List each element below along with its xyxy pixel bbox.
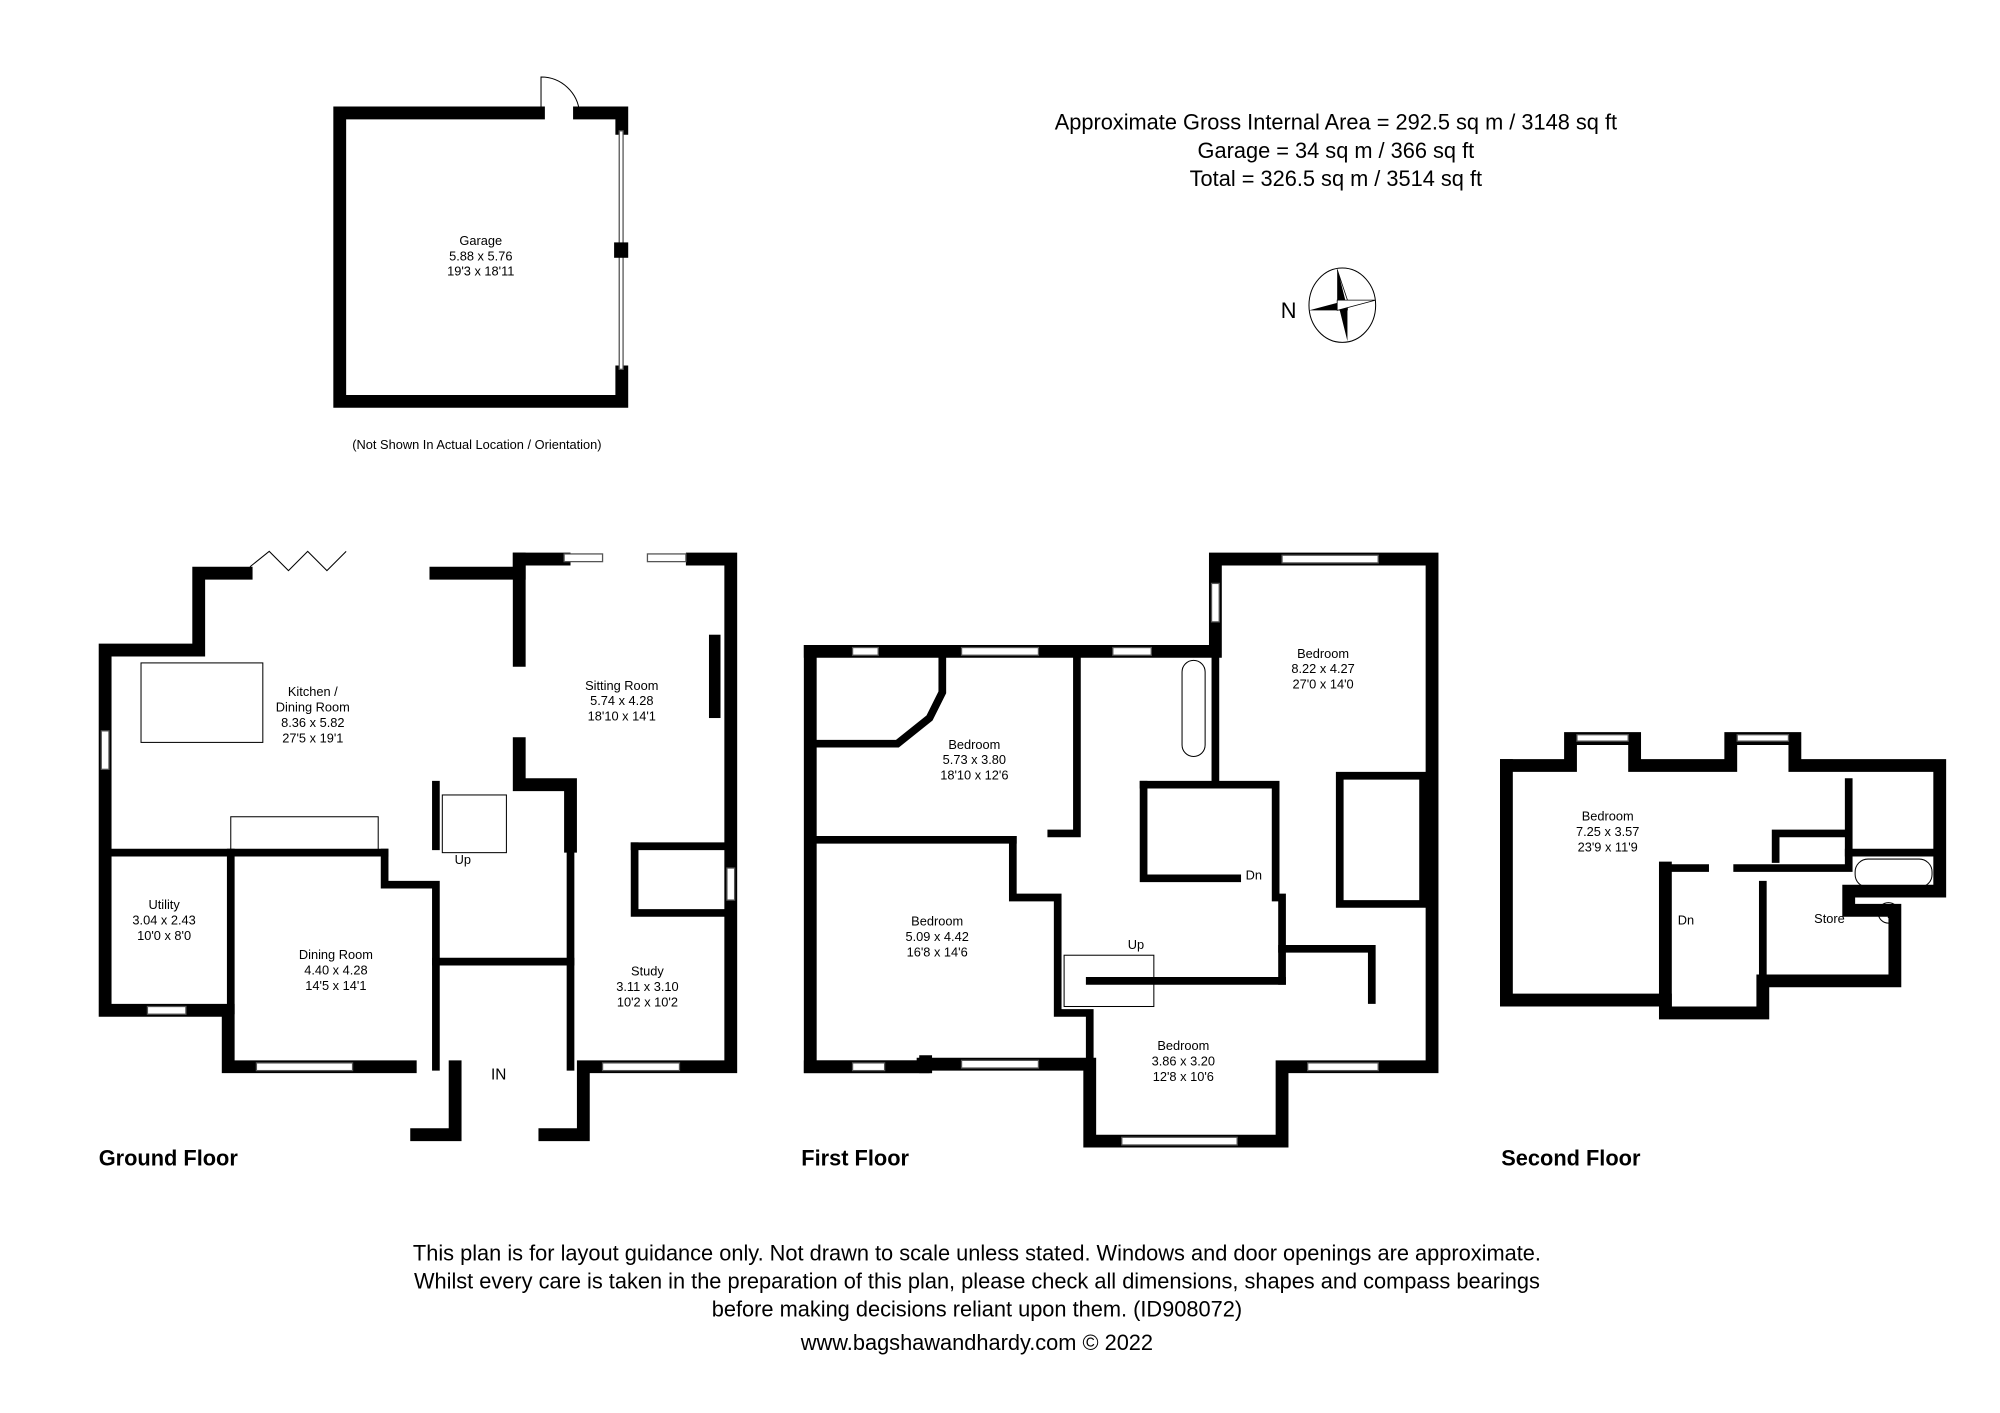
stairs-down-label: Dn — [1246, 868, 1262, 883]
disclaimer: This plan is for layout guidance only. N… — [413, 1240, 1541, 1355]
ground-floor-title: Ground Floor — [99, 1145, 239, 1170]
room-bedroom-1-imperial: 18'10 x 12'6 — [940, 768, 1008, 783]
room-study-imperial: 10'2 x 10'2 — [617, 995, 678, 1010]
entrance-label: IN — [491, 1067, 506, 1084]
room-bedroom-2-label: Bedroom — [1297, 646, 1349, 661]
room-dining-imperial: 14'5 x 14'1 — [305, 978, 366, 993]
garage-plan: Garage 5.88 x 5.76 19'3 x 18'11 (Not Sho… — [333, 76, 629, 452]
room-loft-bedroom-imperial: 23'9 x 11'9 — [1578, 839, 1638, 854]
room-bedroom-4-metric: 3.86 x 3.20 — [1152, 1053, 1215, 1068]
room-dining-metric: 4.40 x 4.28 — [304, 962, 367, 977]
room-loft-bedroom-label: Bedroom — [1582, 809, 1634, 824]
garage-imperial: 19'3 x 18'11 — [447, 264, 514, 279]
room-bedroom-2-imperial: 27'0 x 14'0 — [1292, 677, 1353, 692]
room-sitting-metric: 5.74 x 4.28 — [590, 693, 653, 708]
disclaimer-line-2: Whilst every care is taken in the prepar… — [414, 1269, 1540, 1294]
stairs-down-label: Dn — [1678, 912, 1694, 927]
room-bedroom-3-metric: 5.09 x 4.42 — [905, 929, 968, 944]
first-floor-plan: Bedroom 5.73 x 3.80 18'10 x 12'6 Bedroom… — [801, 552, 1439, 1170]
room-bedroom-3-label: Bedroom — [911, 914, 963, 929]
tank-label: T — [1885, 906, 1893, 921]
room-bedroom-3-imperial: 16'8 x 14'6 — [907, 945, 968, 960]
room-kitchen-imperial: 27'5 x 19'1 — [282, 730, 343, 745]
disclaimer-line-3: before making decisions reliant upon the… — [712, 1297, 1242, 1322]
room-kitchen-label-2: Dining Room — [276, 700, 350, 715]
website-copyright: www.bagshawandhardy.com © 2022 — [800, 1330, 1153, 1355]
room-bedroom-1-metric: 5.73 x 3.80 — [943, 752, 1006, 767]
second-floor-title: Second Floor — [1501, 1145, 1641, 1170]
room-sitting-imperial: 18'10 x 14'1 — [588, 709, 656, 724]
garage-area: Garage = 34 sq m / 366 sq ft — [1198, 138, 1475, 163]
room-kitchen-label: Kitchen / — [288, 684, 338, 699]
garage-metric: 5.88 x 5.76 — [449, 248, 512, 263]
room-utility-label: Utility — [148, 897, 180, 912]
room-dining-label: Dining Room — [299, 947, 373, 962]
room-study-metric: 3.11 x 3.10 — [616, 979, 678, 994]
gross-internal-area: Approximate Gross Internal Area = 292.5 … — [1055, 110, 1617, 135]
room-bedroom-2-metric: 8.22 x 4.27 — [1291, 661, 1354, 676]
area-summary: Approximate Gross Internal Area = 292.5 … — [1055, 110, 1617, 191]
ground-floor-plan: Kitchen / Dining Room 8.36 x 5.82 27'5 x… — [98, 550, 738, 1170]
room-study-label: Study — [631, 964, 664, 979]
room-bedroom-4-imperial: 12'8 x 10'6 — [1153, 1069, 1214, 1084]
room-utility-metric: 3.04 x 2.43 — [132, 912, 195, 927]
first-floor-title: First Floor — [801, 1145, 909, 1170]
room-kitchen-metric: 8.36 x 5.82 — [281, 715, 344, 730]
room-sitting-label: Sitting Room — [585, 678, 658, 693]
stairs-up-label: Up — [455, 852, 471, 867]
second-floor-plan: Bedroom 7.25 x 3.57 23'9 x 11'9 Store Dn… — [1500, 732, 1947, 1170]
compass-north-label: N — [1281, 298, 1297, 323]
room-store-label: Store — [1814, 911, 1845, 926]
room-bedroom-1-label: Bedroom — [948, 737, 1000, 752]
compass-rose-icon — [1308, 267, 1377, 343]
room-utility-imperial: 10'0 x 8'0 — [137, 928, 191, 943]
room-bedroom-4-label: Bedroom — [1157, 1038, 1209, 1053]
stairs-up-label: Up — [1128, 937, 1144, 952]
disclaimer-line-1: This plan is for layout guidance only. N… — [413, 1240, 1541, 1265]
room-loft-bedroom-metric: 7.25 x 3.57 — [1576, 824, 1639, 839]
garage-label: Garage — [459, 233, 502, 248]
water-tank-icon — [1877, 902, 1900, 924]
total-area: Total = 326.5 sq m / 3514 sq ft — [1190, 166, 1482, 191]
garage-note: (Not Shown In Actual Location / Orientat… — [352, 437, 601, 452]
